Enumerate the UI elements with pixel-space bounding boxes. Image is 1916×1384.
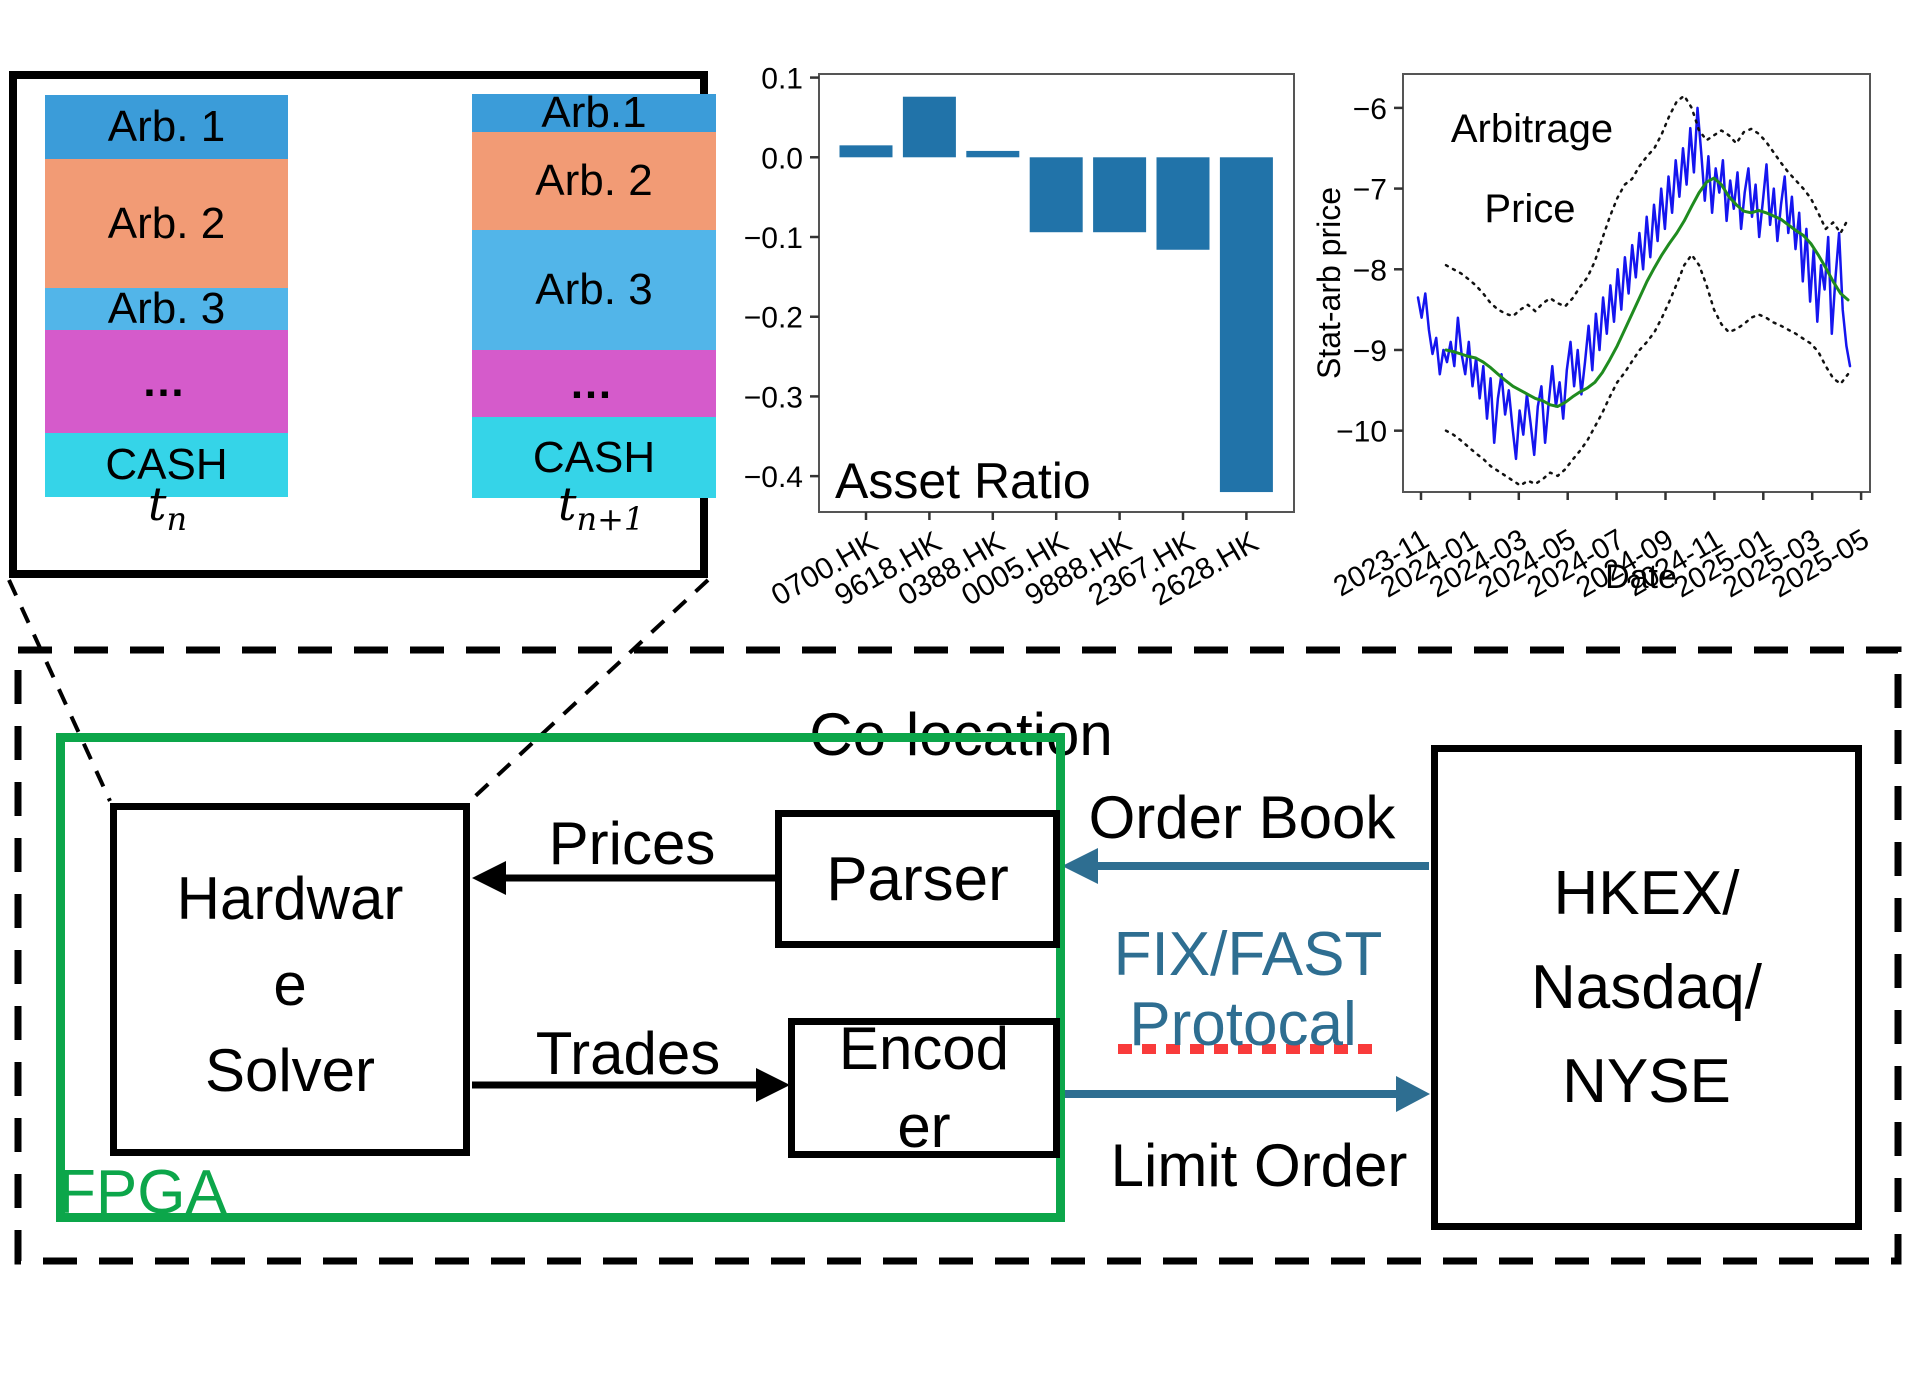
y-tick-label: −0.1: [744, 222, 803, 255]
bar-tn-segment-3: Arb. 3: [45, 284, 288, 333]
bar-tn-segment-4: …: [45, 330, 288, 433]
plot-frame: [1402, 73, 1871, 493]
series-upper-band: [1444, 94, 1850, 318]
bar-tn1-segment-5: CASH: [472, 417, 716, 498]
bar-9888.HK: [1093, 157, 1147, 233]
zoom-guide-right: [468, 578, 710, 803]
bar-tn-segment-5: CASH: [45, 433, 288, 497]
time-label-tn1: tn+1: [558, 477, 645, 539]
y-tick-label: −8: [1353, 254, 1387, 287]
limit-order-arrowhead-icon: [1396, 1076, 1430, 1112]
parser-box: Parser: [775, 810, 1060, 948]
zoom-guide-left: [7, 579, 112, 802]
asset-ratio-label: Asset Ratio: [835, 453, 1091, 509]
encoder-label-line1: Encod: [838, 1015, 1010, 1082]
y-tick-label: −0.4: [744, 461, 803, 494]
bar-9618.HK: [902, 96, 956, 158]
series-lower-band: [1444, 253, 1850, 487]
hardware-solver-box: Hardwar e Solver: [110, 803, 470, 1156]
exchange-label-line3: NYSE: [1562, 1046, 1731, 1116]
prices-label: Prices: [548, 810, 716, 877]
bar-tn1-segment-3: Arb. 3: [472, 230, 716, 350]
y-tick-label: −0.3: [744, 381, 803, 414]
bar-0005.HK: [1029, 157, 1083, 233]
y-tick-label: 0.1: [761, 63, 803, 96]
y-tick-label: 0.0: [761, 142, 803, 175]
bar-2628.HK: [1219, 157, 1273, 493]
bar-tn-segment-1: Arb. 1: [45, 95, 288, 159]
hardware-solver-label-line2: e: [273, 950, 307, 1018]
y-tick-label: −10: [1336, 416, 1387, 449]
y-tick-label: −7: [1353, 174, 1387, 207]
exchange-label-line1: HKEX/: [1553, 858, 1740, 928]
fpga-label: FPGA: [58, 1158, 227, 1227]
bar-0700.HK: [839, 145, 893, 158]
trades-arrowhead-icon: [756, 1068, 790, 1102]
fpga-box: [56, 733, 1065, 1222]
time-label-tn: tn: [148, 477, 188, 539]
prices-arrowhead-icon: [472, 861, 506, 895]
fix-fast-label: FIX/FAST: [1113, 920, 1383, 989]
arbitrage-price-chart: −6−7−8−9−102023-112024-012024-032024-052…: [1311, 73, 1875, 604]
order-book-label: Order Book: [1088, 784, 1396, 851]
bar-tn-segment-2: Arb. 2: [45, 159, 288, 288]
asset-ratio-chart: 0.10.0−0.1−0.2−0.3−0.40700.HK9618.HK0388…: [744, 63, 1295, 612]
parser-label: Parser: [826, 844, 1009, 914]
colocation-dashed-box: [14, 646, 1902, 1265]
limit-order-label: Limit Order: [1110, 1132, 1408, 1199]
encoder-box: Encod er: [788, 1015, 1060, 1160]
trades-label: Trades: [535, 1020, 721, 1087]
series-moving-average: [1444, 176, 1850, 408]
y-tick-label: −9: [1353, 335, 1387, 368]
bar-0388.HK: [966, 150, 1020, 158]
order-book-arrowhead-icon: [1062, 848, 1098, 884]
bar-tn1-segment-1: Arb.1: [472, 88, 716, 137]
exchange-box: HKEX/ Nasdaq/ NYSE: [1431, 745, 1862, 1230]
protocal-label: Protocal: [1129, 990, 1357, 1059]
y-axis-label: Stat-arb price: [1311, 187, 1347, 379]
y-tick-label: −6: [1353, 93, 1387, 126]
chart-title-line1: Arbitrage: [1451, 107, 1613, 151]
chart-title-line2: Price: [1484, 187, 1575, 231]
bar-2367.HK: [1156, 157, 1210, 250]
exchange-label-line2: Nasdaq/: [1531, 952, 1762, 1022]
x-axis-label: Date: [1605, 558, 1677, 596]
bar-tn1-segment-2: Arb. 2: [472, 132, 716, 230]
bar-tn1-segment-4: …: [472, 350, 716, 417]
y-tick-label: −0.2: [744, 302, 803, 335]
hardware-solver-label-line1: Hardwar: [176, 864, 404, 932]
encoder-label-line2: er: [897, 1093, 951, 1160]
hardware-solver-label-line3: Solver: [204, 1036, 376, 1104]
series-stat-arb-price: [1416, 106, 1852, 461]
